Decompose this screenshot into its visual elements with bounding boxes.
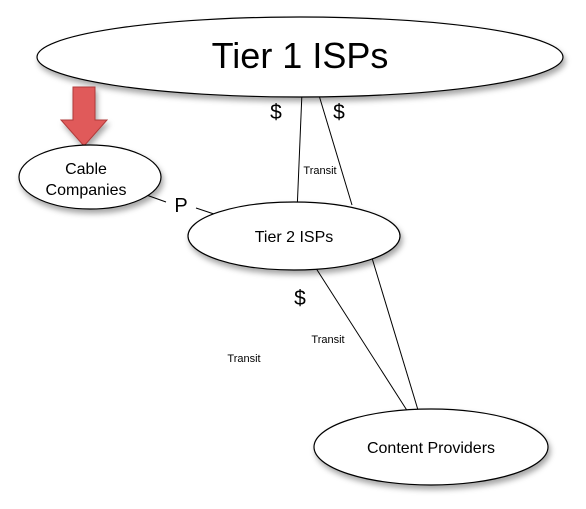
dollar-label-tier1-right: $ xyxy=(333,101,345,124)
node-content-label: Content Providers xyxy=(367,440,495,457)
node-cable-companies xyxy=(18,144,162,210)
transit-label-floating: Transit xyxy=(227,353,260,365)
node-tier1 xyxy=(36,16,564,98)
node-tier1-label: Tier 1 ISPs xyxy=(212,35,389,76)
node-tier2-label: Tier 2 ISPs xyxy=(255,229,334,246)
edge-tier2-content-right xyxy=(371,257,419,411)
edge-tier1-tier2-left xyxy=(296,91,303,213)
down-arrow-icon xyxy=(59,86,109,147)
node-tier2 xyxy=(187,201,401,271)
transit-label-tier2-content: Transit xyxy=(311,334,344,346)
peering-label: P xyxy=(174,195,187,217)
edge-cable-tier2-peering-b xyxy=(195,207,215,215)
node-cable-label-line1: Cable xyxy=(65,161,107,178)
node-content-providers xyxy=(313,408,549,486)
dollar-label-tier2: $ xyxy=(294,287,306,310)
edge-tier1-tier2-right xyxy=(317,91,353,206)
transit-label-tier1-tier2: Transit xyxy=(303,165,336,177)
edge-tier2-content-left xyxy=(311,261,409,413)
dollar-label-tier1-left: $ xyxy=(270,101,282,124)
node-cable-label-line2: Companies xyxy=(46,182,127,199)
